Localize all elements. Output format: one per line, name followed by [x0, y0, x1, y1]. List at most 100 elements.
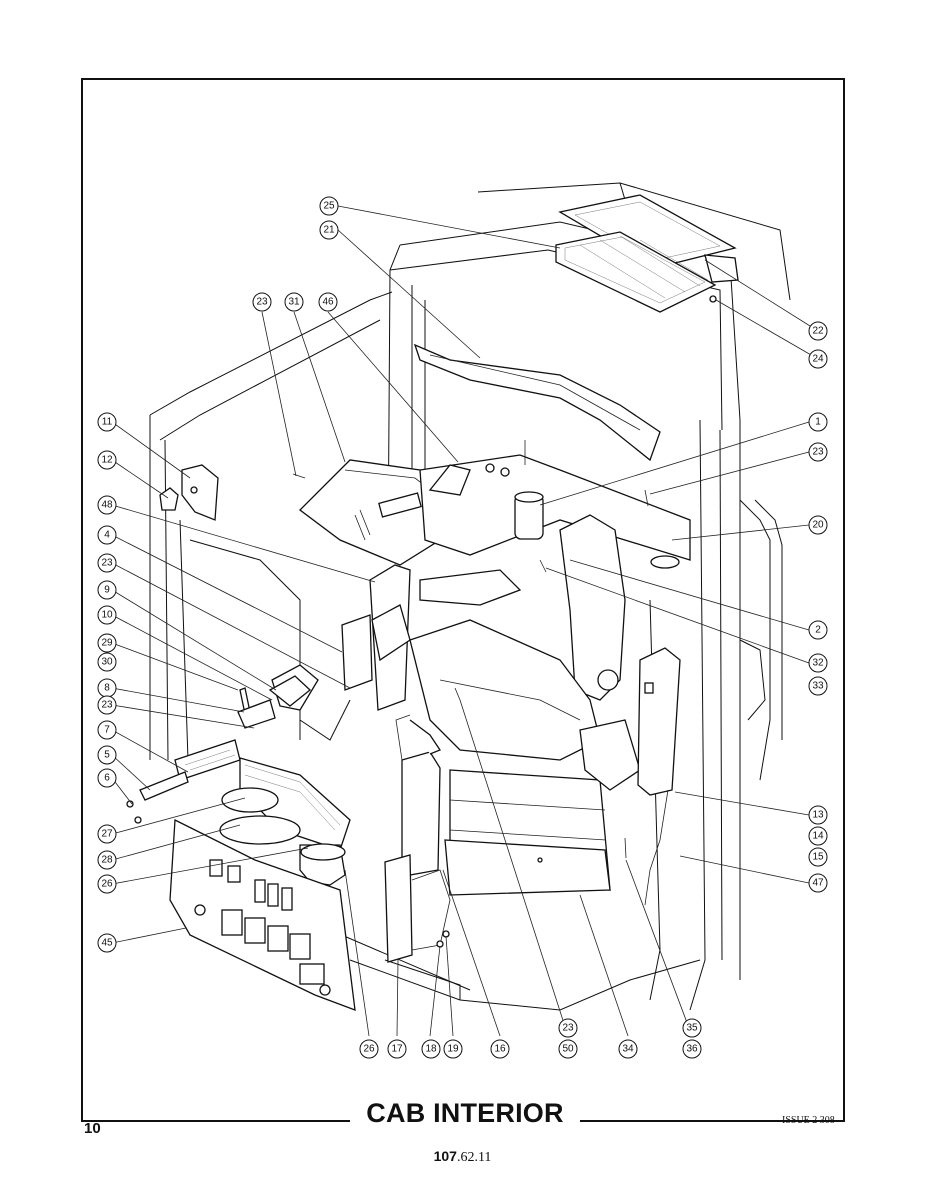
- callout-34: 34: [618, 1039, 638, 1059]
- document-number: 107.62.11: [0, 1148, 925, 1166]
- roof-air-filter: [555, 194, 739, 313]
- callout-32: 32: [808, 653, 828, 673]
- callout-10: 10: [97, 605, 117, 625]
- svg-text:27: 27: [101, 829, 113, 840]
- left-wall-parts: [126, 464, 319, 824]
- svg-text:48: 48: [101, 500, 113, 511]
- title-box: CAB INTERIOR: [350, 1096, 580, 1130]
- operator-seat: [409, 514, 641, 891]
- svg-text:5: 5: [104, 750, 110, 761]
- svg-text:21: 21: [323, 225, 335, 236]
- callout-36: 36: [682, 1039, 702, 1059]
- svg-text:35: 35: [686, 1023, 698, 1034]
- seat-base-panel: [444, 839, 611, 896]
- svg-text:31: 31: [288, 297, 300, 308]
- fire-extinguisher: [384, 714, 451, 963]
- heater-unit: [219, 757, 351, 886]
- callout-31: 31: [284, 292, 304, 312]
- svg-text:26: 26: [363, 1044, 375, 1055]
- callout-46: 46: [318, 292, 338, 312]
- svg-text:23: 23: [812, 447, 824, 458]
- svg-text:12: 12: [101, 455, 113, 466]
- svg-text:8: 8: [104, 683, 110, 694]
- callout-23: 23: [97, 695, 117, 715]
- callout-16: 16: [490, 1039, 510, 1059]
- svg-text:13: 13: [812, 810, 824, 821]
- callout-45: 45: [97, 933, 117, 953]
- svg-text:4: 4: [104, 530, 110, 541]
- callout-13: 13: [808, 805, 828, 825]
- callout-18: 18: [421, 1039, 441, 1059]
- svg-text:36: 36: [686, 1044, 698, 1055]
- callout-12: 12: [97, 450, 117, 470]
- callout-27: 27: [97, 824, 117, 844]
- callout-8: 8: [97, 678, 117, 698]
- svg-text:17: 17: [391, 1044, 403, 1055]
- cab-frame: [149, 182, 791, 1011]
- svg-text:23: 23: [256, 297, 268, 308]
- svg-text:2: 2: [815, 625, 821, 636]
- callout-33: 33: [808, 676, 828, 696]
- callout-50: 50: [558, 1039, 578, 1059]
- control-console: [419, 440, 691, 569]
- svg-text:23: 23: [101, 700, 113, 711]
- fasteners: [292, 473, 649, 859]
- svg-text:32: 32: [812, 658, 824, 669]
- svg-text:11: 11: [102, 417, 113, 428]
- svg-text:22: 22: [812, 326, 824, 337]
- callout-14: 14: [808, 826, 828, 846]
- callout-22: 22: [808, 321, 828, 341]
- svg-text:29: 29: [101, 638, 113, 649]
- svg-text:7: 7: [104, 725, 110, 736]
- callout-11: 11: [97, 412, 117, 432]
- callout-24: 24: [808, 349, 828, 369]
- callout-47: 47: [808, 873, 828, 893]
- svg-text:18: 18: [425, 1044, 437, 1055]
- svg-text:14: 14: [812, 831, 824, 842]
- svg-text:23: 23: [562, 1023, 574, 1034]
- callout-9: 9: [97, 580, 117, 600]
- headliner-panel: [413, 343, 661, 462]
- callout-23: 23: [252, 292, 272, 312]
- callout-23: 23: [808, 442, 828, 462]
- callout-20: 20: [808, 515, 828, 535]
- callout-7: 7: [97, 720, 117, 740]
- svg-text:6: 6: [104, 773, 110, 784]
- svg-text:46: 46: [322, 297, 334, 308]
- callout-48: 48: [97, 495, 117, 515]
- callout-6: 6: [97, 768, 117, 788]
- page-title: CAB INTERIOR: [366, 1098, 564, 1128]
- svg-text:16: 16: [494, 1044, 506, 1055]
- callout-15: 15: [808, 847, 828, 867]
- callout-28: 28: [97, 850, 117, 870]
- svg-text:10: 10: [101, 610, 113, 621]
- callout-30: 30: [97, 652, 117, 672]
- page-number: 10: [84, 1120, 101, 1137]
- svg-text:45: 45: [101, 938, 113, 949]
- svg-text:33: 33: [812, 681, 824, 692]
- callout-1: 1: [808, 412, 828, 432]
- armrest-control-pod: [637, 647, 681, 906]
- document-number-suffix: .62.11: [456, 1150, 492, 1165]
- callout-5: 5: [97, 745, 117, 765]
- svg-text:50: 50: [562, 1044, 574, 1055]
- callout-23: 23: [558, 1018, 578, 1038]
- svg-text:15: 15: [812, 852, 824, 863]
- svg-text:1: 1: [815, 417, 821, 428]
- callout-23: 23: [97, 553, 117, 573]
- svg-text:34: 34: [622, 1044, 634, 1055]
- svg-text:26: 26: [101, 879, 113, 890]
- callout-4: 4: [97, 525, 117, 545]
- document-number-main: 107: [433, 1148, 457, 1164]
- callout-2: 2: [808, 620, 828, 640]
- svg-text:23: 23: [101, 558, 113, 569]
- svg-text:25: 25: [323, 201, 335, 212]
- bulkhead-plate: [341, 564, 411, 711]
- leader-lines: [111, 205, 819, 1037]
- svg-text:19: 19: [447, 1044, 459, 1055]
- callout-17: 17: [387, 1039, 407, 1059]
- svg-text:20: 20: [812, 520, 824, 531]
- svg-text:9: 9: [104, 585, 110, 596]
- svg-text:24: 24: [812, 354, 824, 365]
